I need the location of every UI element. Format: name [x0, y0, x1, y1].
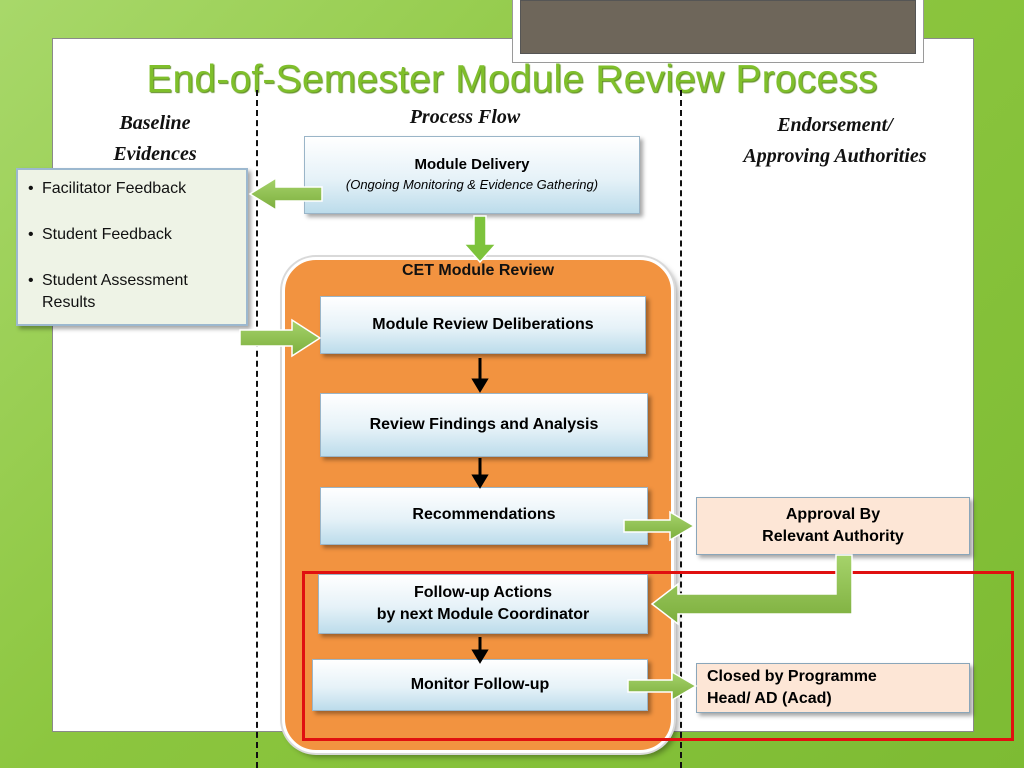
evidence-item: •Facilitator Feedback [28, 180, 187, 197]
evidence-list: •Facilitator Feedback •Student Feedback … [16, 168, 248, 326]
highlight-frame [302, 571, 1014, 741]
column-heading-baseline: Baseline Evidences [113, 112, 197, 165]
approval-box: Approval By Relevant Authority [696, 497, 970, 555]
slide-title: End-of-Semester Module Review Process [146, 58, 878, 101]
arrow-to-evidence [248, 176, 323, 212]
arrow-to-cet-review [462, 215, 498, 264]
decorative-tab [512, 0, 924, 63]
module-delivery-box: Module Delivery (Ongoing Monitoring & Ev… [304, 136, 640, 214]
arrow-to-closed [627, 670, 698, 702]
step-deliberations: Module Review Deliberations [320, 296, 646, 354]
step-findings: Review Findings and Analysis [320, 393, 648, 457]
evidence-item: •Student Feedback [28, 226, 172, 243]
step-arrows [471, 358, 489, 664]
divider-right [680, 90, 682, 768]
cet-review-label: CET Module Review [401, 262, 555, 279]
column-heading-process: Process Flow [409, 106, 521, 128]
evidence-item: •Student Assessment Results [28, 272, 188, 311]
divider-left [256, 90, 258, 768]
step-recommendations: Recommendations [320, 487, 648, 545]
arrow-to-approval [623, 510, 696, 542]
closed-box: Closed by Programme Head/ AD (Acad) [696, 663, 970, 713]
module-delivery-title: Module Delivery [414, 156, 530, 173]
arrow-to-deliberations [239, 318, 322, 358]
arrow-approval-to-follow-up [650, 554, 853, 626]
column-heading-endorsement: Endorsement/ Approving Authorities [743, 114, 927, 167]
module-delivery-subtitle: (Ongoing Monitoring & Evidence Gathering… [345, 177, 599, 192]
step-follow-up-actions: Follow-up Actions by next Module Coordin… [318, 574, 648, 634]
